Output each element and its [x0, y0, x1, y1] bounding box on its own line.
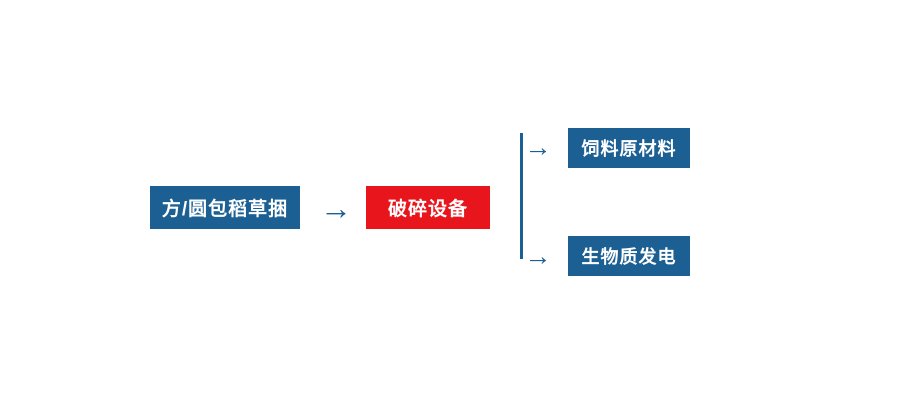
flow-node-output-feed-label: 饲料原材料: [581, 139, 677, 159]
flow-node-process: 破碎设备: [366, 186, 490, 229]
flow-node-output-feed: 饲料原材料: [568, 128, 690, 168]
branch-vertical-line: [520, 133, 523, 259]
flow-node-source-label: 方/圆包稻草捆: [161, 199, 289, 220]
flow-node-process-label: 破碎设备: [387, 199, 468, 220]
flow-node-output-biomass-label: 生物质发电: [581, 247, 677, 267]
arrow-right-icon: →: [524, 240, 552, 271]
flow-node-source: 方/圆包稻草捆: [150, 186, 300, 229]
arrow-right-icon: →: [320, 189, 352, 226]
arrow-right-icon: →: [524, 131, 552, 162]
flow-node-output-biomass: 生物质发电: [568, 236, 690, 276]
